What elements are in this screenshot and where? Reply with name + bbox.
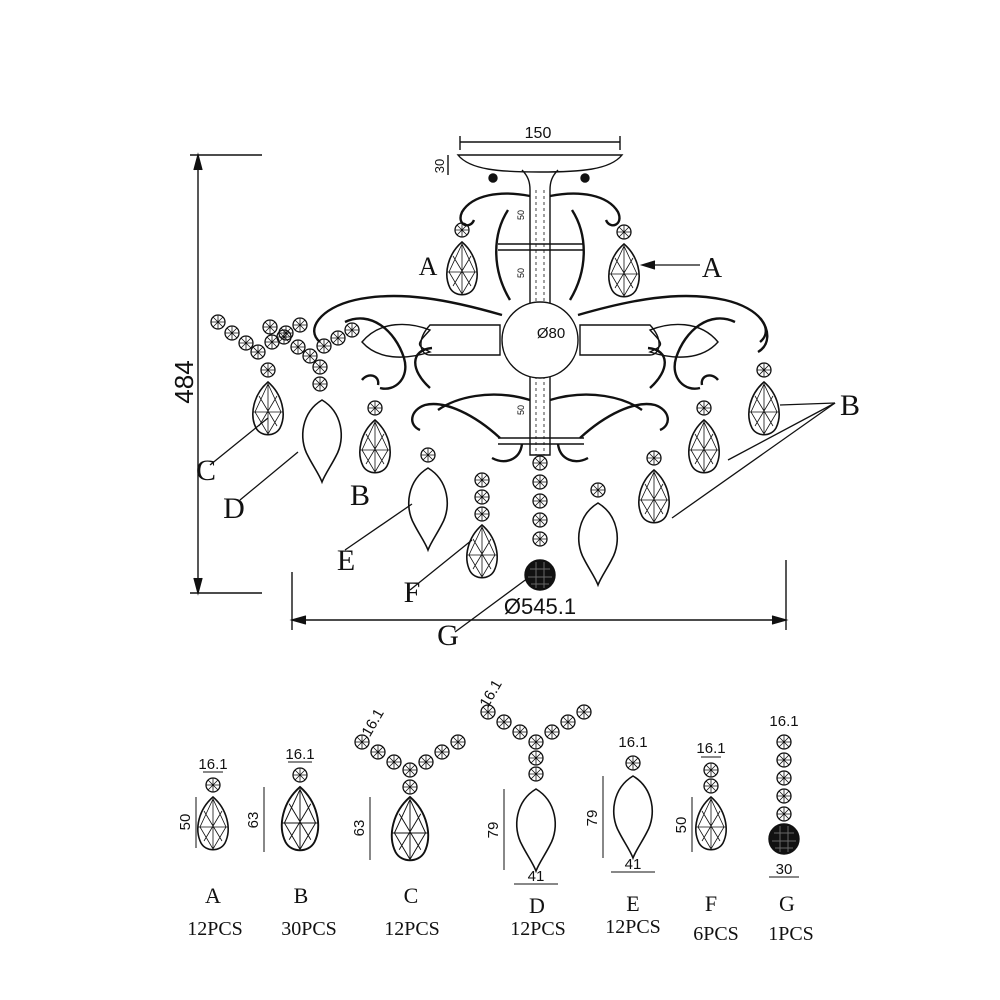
part-F-drawing: [691, 756, 727, 852]
part-B-drawing: [263, 761, 320, 852]
part-A-qty: 12PCS: [187, 918, 243, 940]
rod-section-2: 50: [516, 268, 526, 278]
part-A-drawing: [195, 771, 229, 851]
part-A-bead: 16.1: [198, 756, 227, 773]
crystal-F: [466, 472, 498, 579]
canopy: [447, 136, 624, 183]
crystal-B-right-3: [638, 450, 670, 524]
callout-A-right: A: [702, 253, 723, 284]
callout-D: D: [223, 492, 245, 525]
part-E-bead: 16.1: [618, 734, 647, 751]
part-D-letter: D: [529, 893, 545, 918]
part-C-height: 63: [351, 820, 368, 837]
height-dim-label: 484: [169, 360, 199, 403]
part-G-bead: 16.1: [769, 713, 798, 730]
callout-B-main: B: [840, 389, 860, 422]
callout-leaders: [209, 260, 836, 633]
diameter-dimension: [289, 560, 789, 630]
crystal-A-right: [608, 224, 640, 298]
front-view: 484 150 30 50 50 50 Ø80: [169, 125, 860, 652]
hub-diameter-label: Ø80: [537, 325, 565, 342]
part-D-width: 41: [528, 868, 545, 885]
part-E-qty: 12PCS: [605, 916, 661, 938]
part-D-height: 79: [485, 822, 502, 839]
rod-section-1: 50: [516, 210, 526, 220]
part-D-qty: 12PCS: [510, 918, 566, 940]
part-B-bead: 16.1: [285, 746, 314, 763]
part-G-width: 30: [776, 861, 793, 878]
chain-D: [262, 319, 360, 483]
part-A-letter: A: [205, 883, 221, 908]
part-E-letter: E: [626, 891, 639, 916]
callout-G: G: [437, 619, 459, 652]
part-B-letter: B: [294, 883, 309, 908]
crystal-B-right-1: [748, 362, 780, 436]
part-E-width: 41: [625, 856, 642, 873]
callout-B-lower: B: [350, 479, 370, 512]
crystal-B-left: [359, 400, 391, 474]
callout-F: F: [404, 576, 421, 609]
crystal-E-left: [407, 447, 449, 551]
part-C-qty: 12PCS: [384, 918, 440, 940]
part-F-letter: F: [705, 891, 717, 916]
callout-A-left: A: [419, 252, 438, 281]
crystal-E-right: [577, 482, 619, 586]
rod-section-3: 50: [516, 405, 526, 415]
part-B-qty: 30PCS: [281, 918, 337, 940]
part-G-drawing: [768, 734, 800, 878]
part-F-qty: 6PCS: [693, 923, 739, 945]
part-D-bead: 16.1: [476, 677, 505, 711]
crystal-A-left: [446, 222, 478, 296]
part-A-height: 50: [177, 814, 194, 831]
scroll-arms: [313, 192, 769, 463]
part-F-height: 50: [673, 817, 690, 834]
part-E-drawing: [602, 755, 655, 873]
part-E-height: 79: [584, 810, 601, 827]
part-C-drawing: [354, 734, 466, 862]
part-C-bead: 16.1: [358, 706, 387, 740]
canopy-height-label: 30: [432, 159, 447, 173]
crystal-B-right-2: [688, 400, 720, 474]
chain-C: [210, 314, 308, 436]
height-dimension: [190, 152, 262, 596]
canopy-width-label: 150: [525, 125, 552, 142]
crystal-G: [524, 455, 556, 591]
part-B-height: 63: [245, 812, 262, 829]
overall-diameter-label: Ø545.1: [504, 594, 576, 619]
part-G-letter: G: [779, 891, 795, 916]
callout-E: E: [337, 544, 355, 577]
parts-legend: 16.1 50 A 12PCS 16.1 63 B 30PCS 16.1 63 …: [177, 677, 814, 945]
part-D-drawing: [480, 704, 592, 885]
callout-C: C: [196, 454, 216, 487]
hub: [501, 301, 579, 379]
part-G-qty: 1PCS: [768, 923, 814, 945]
part-C-letter: C: [404, 883, 419, 908]
part-F-bead: 16.1: [696, 740, 725, 757]
